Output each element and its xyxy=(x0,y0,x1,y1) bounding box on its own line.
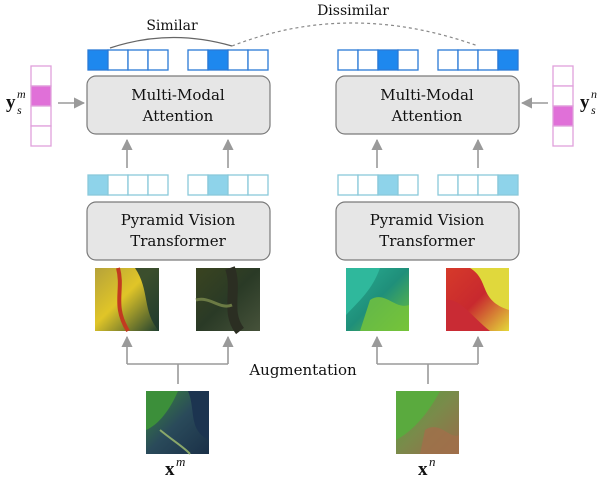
attention-left-a-cell-4 xyxy=(147,49,169,71)
similar-arc xyxy=(109,36,233,49)
attention-left-b-cell-1 xyxy=(187,49,209,71)
augmentation-label: Augmentation xyxy=(248,361,357,379)
attention-token-row-right-a xyxy=(337,49,419,71)
dissimilar-label: Dissimilar xyxy=(317,3,389,19)
pvt-left-a-cell-1 xyxy=(87,174,109,196)
svg-text:m: m xyxy=(176,454,185,469)
attention-left-b-cell-3 xyxy=(227,49,249,71)
pvt-right-line1: Pyramid Vision xyxy=(370,211,485,229)
pvt-box-left: Pyramid Vision Transformer xyxy=(86,201,271,261)
label-n-cell-1 xyxy=(552,65,574,87)
attention-right-line1: Multi-Modal xyxy=(380,86,474,104)
label-symbol-m: y m s xyxy=(6,87,26,117)
label-n-cell-3 xyxy=(552,105,574,127)
svg-text:y: y xyxy=(580,92,590,113)
pvt-token-row-right-b xyxy=(437,174,519,196)
svg-text:n: n xyxy=(429,454,436,469)
source-image-m xyxy=(146,391,209,455)
augmentation-arrows-left xyxy=(121,335,234,384)
pvt-right-b-cell-2 xyxy=(457,174,479,196)
augmented-image-m1 xyxy=(95,267,159,333)
pvt-right-b-cell-3 xyxy=(477,174,499,196)
attention-right-b-cell-4 xyxy=(497,49,519,71)
augmented-image-n2 xyxy=(446,268,509,331)
label-vector-m xyxy=(30,65,52,147)
attention-left-a-cell-2 xyxy=(107,49,129,71)
attention-right-line2: Attention xyxy=(391,107,463,125)
dissimilar-arc xyxy=(231,22,479,47)
label-n-cell-2 xyxy=(552,85,574,107)
attention-right-a-cell-1 xyxy=(337,49,359,71)
input-symbol-n: x n xyxy=(418,454,436,480)
pvt-token-row-left-b xyxy=(187,174,269,196)
attention-box-right: Multi-Modal Attention xyxy=(335,75,520,135)
attention-right-b-cell-3 xyxy=(477,49,499,71)
pvt-token-row-right-a xyxy=(337,174,419,196)
attention-right-b-cell-1 xyxy=(437,49,459,71)
pvt-left-b-cell-3 xyxy=(227,174,249,196)
pvt-right-a-cell-2 xyxy=(357,174,379,196)
attention-token-row-left-a xyxy=(87,49,169,71)
attention-left-a-cell-1 xyxy=(87,49,109,71)
pvt-right-a-cell-3 xyxy=(377,174,399,196)
attention-right-a-cell-2 xyxy=(357,49,379,71)
pvt-left-line1: Pyramid Vision xyxy=(121,211,236,229)
augmentation-arrows-right xyxy=(371,335,484,384)
svg-text:s: s xyxy=(17,103,22,117)
svg-text:x: x xyxy=(165,459,175,480)
label-n-cell-4 xyxy=(552,125,574,147)
pvt-box-right: Pyramid Vision Transformer xyxy=(335,201,520,261)
label-m-cell-1 xyxy=(30,65,52,87)
svg-text:m: m xyxy=(17,87,26,101)
augmented-image-m2 xyxy=(195,266,260,335)
pvt-left-b-cell-2 xyxy=(207,174,229,196)
label-m-cell-3 xyxy=(30,105,52,127)
label-m-cell-4 xyxy=(30,125,52,147)
svg-text:s: s xyxy=(591,103,596,117)
attention-right-a-cell-4 xyxy=(397,49,419,71)
pvt-token-row-left-a xyxy=(87,174,169,196)
attention-left-line2: Attention xyxy=(142,107,214,125)
attention-token-row-right-b xyxy=(437,49,519,71)
svg-text:y: y xyxy=(6,92,16,113)
attention-left-b-cell-2 xyxy=(207,49,229,71)
svg-text:x: x xyxy=(418,459,428,480)
augmented-image-n1 xyxy=(346,268,409,331)
attention-right-b-cell-2 xyxy=(457,49,479,71)
pvt-right-a-cell-4 xyxy=(397,174,419,196)
label-symbol-n: y n s xyxy=(580,87,597,117)
label-vector-n xyxy=(552,65,574,147)
similar-label: Similar xyxy=(146,18,198,34)
pvt-left-a-cell-3 xyxy=(127,174,149,196)
source-image-n xyxy=(396,391,459,454)
attention-token-row-left-b xyxy=(187,49,269,71)
attention-left-b-cell-4 xyxy=(247,49,269,71)
pvt-right-b-cell-4 xyxy=(497,174,519,196)
input-symbol-m: x m xyxy=(165,454,185,480)
pvt-left-line2: Transformer xyxy=(130,232,226,250)
pvt-right-b-cell-1 xyxy=(437,174,459,196)
svg-text:n: n xyxy=(591,87,597,101)
attention-left-a-cell-3 xyxy=(127,49,149,71)
pvt-right-a-cell-1 xyxy=(337,174,359,196)
label-m-cell-2 xyxy=(30,85,52,107)
attention-left-line1: Multi-Modal xyxy=(131,86,225,104)
pvt-left-a-cell-2 xyxy=(107,174,129,196)
pvt-left-a-cell-4 xyxy=(147,174,169,196)
pvt-left-b-cell-1 xyxy=(187,174,209,196)
pvt-left-b-cell-4 xyxy=(247,174,269,196)
pvt-right-line2: Transformer xyxy=(379,232,475,250)
attention-right-a-cell-3 xyxy=(377,49,399,71)
attention-box-left: Multi-Modal Attention xyxy=(86,75,271,135)
